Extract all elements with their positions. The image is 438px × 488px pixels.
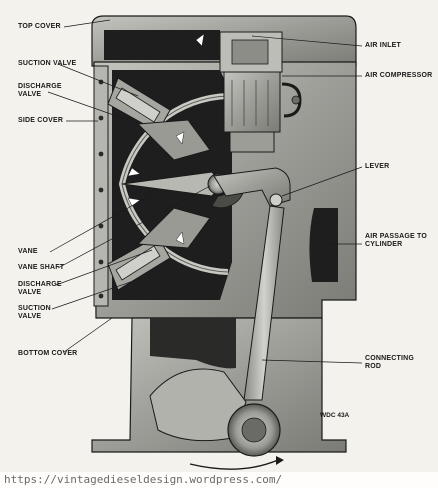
label-suction-valve-bottom-line1: SUCTION [18, 305, 51, 312]
label-vane-shaft: VANE SHAFT [18, 264, 65, 271]
label-bottom-cover: BOTTOM COVER [18, 350, 78, 357]
label-connecting-rod-line2: ROD [365, 363, 382, 370]
label-suction-valve-top: SUCTION VALVE [18, 60, 77, 67]
label-side-cover: SIDE COVER [18, 117, 64, 124]
airflow-arrows [127, 33, 205, 245]
rotation-arrow [189, 459, 279, 470]
label-connecting-rod-line1: CONNECTING [365, 355, 415, 362]
label-discharge-valve-top-line2: VALVE [18, 91, 42, 98]
side-cover-bolts [98, 79, 104, 299]
label-suction-valve-bottom-line2: VALVE [18, 313, 42, 320]
label-air-compressor: AIR COMPRESSOR [365, 72, 433, 79]
air-compressor-unit [219, 31, 302, 153]
connecting-rod [243, 205, 285, 401]
lever-pin [269, 193, 283, 207]
air-passage [309, 208, 338, 282]
leader-lines [47, 19, 363, 364]
label-vane: VANE [18, 248, 38, 255]
crank-counterweight [149, 368, 247, 442]
watermark-url: https://vintagedieseldesign.wordpress.co… [0, 472, 438, 488]
lower-valve-assembly [107, 207, 211, 291]
label-air-inlet: AIR INLET [365, 42, 402, 49]
top-cover-cavity [104, 30, 220, 60]
upper-valve-assembly [107, 77, 211, 161]
label-discharge-valve-bottom-line2: VALVE [18, 289, 42, 296]
label-air-passage-line1: AIR PASSAGE TO [365, 233, 428, 240]
label-lever: LEVER [365, 163, 390, 170]
side-cover [93, 65, 109, 307]
label-air-passage-line2: CYLINDER [365, 241, 403, 248]
label-top-cover: TOP COVER [18, 23, 61, 30]
drawing-code: WDC 43A [320, 412, 350, 419]
crankcase-cavity [150, 318, 236, 369]
label-discharge-valve-bottom-line1: DISCHARGE [18, 281, 62, 288]
label-discharge-valve-top-line1: DISCHARGE [18, 83, 62, 90]
